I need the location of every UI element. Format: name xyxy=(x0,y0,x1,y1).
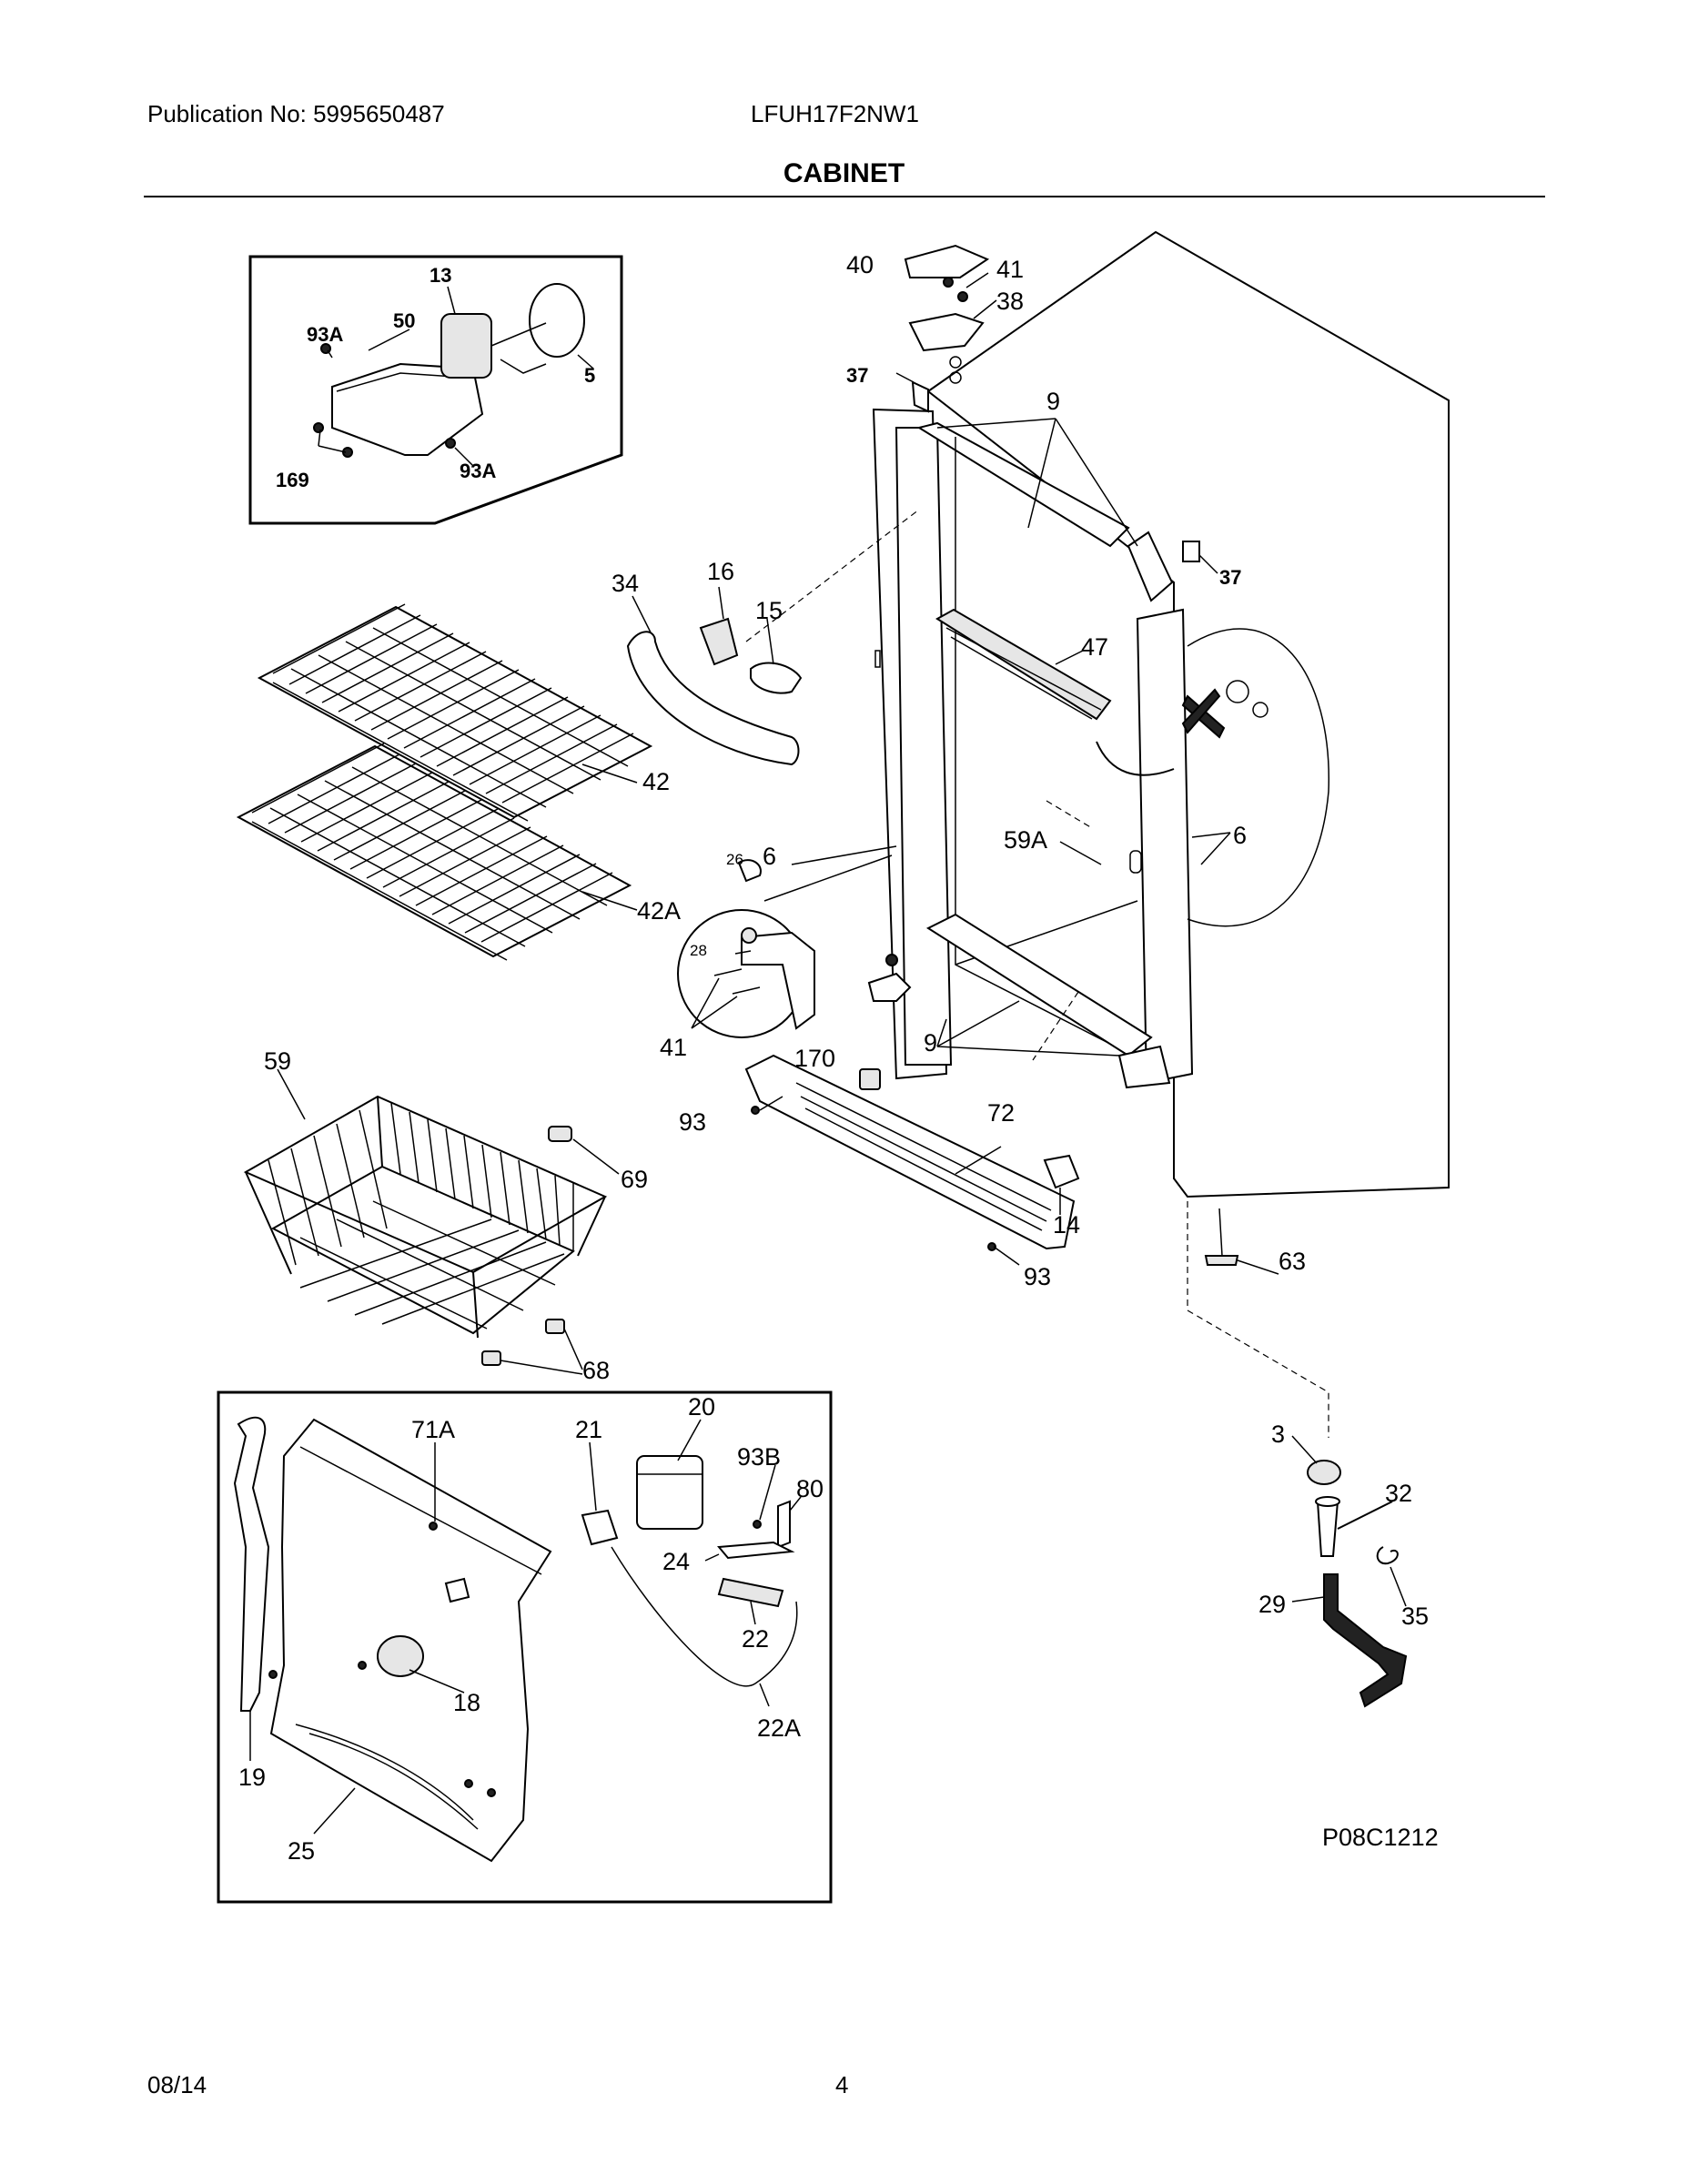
inset-fan-motor xyxy=(248,255,623,525)
cabinet-body xyxy=(745,230,1450,1198)
callout-19: 19 xyxy=(238,1764,266,1791)
basket-stop-69-part xyxy=(548,1126,572,1142)
publication-number: Publication No: 5995650487 xyxy=(147,100,445,127)
callout-59: 59 xyxy=(264,1047,291,1075)
callout-37-right: 37 xyxy=(1219,566,1241,589)
callout-42a: 42A xyxy=(637,897,681,925)
switch-170-part xyxy=(859,1068,881,1090)
callout-68: 68 xyxy=(582,1357,610,1384)
wire-shelves xyxy=(236,603,653,961)
callout-15: 15 xyxy=(755,597,783,624)
light-socket-part xyxy=(699,617,739,666)
callout-5: 5 xyxy=(584,364,595,387)
leveling-leg-63-part xyxy=(1204,1255,1239,1266)
model-number: LFUH17F2NW1 xyxy=(751,100,919,127)
callout-22a: 22A xyxy=(757,1714,801,1742)
callout-25: 25 xyxy=(288,1837,315,1865)
light-assembly xyxy=(626,586,803,766)
callout-93-top: 93 xyxy=(679,1108,706,1136)
clip-24-part xyxy=(717,1541,795,1560)
callout-80: 80 xyxy=(796,1475,824,1502)
clamp-35-part xyxy=(1376,1546,1399,1565)
callout-72: 72 xyxy=(987,1099,1015,1127)
callout-93b: 93B xyxy=(737,1443,781,1471)
hinge-spacer-part xyxy=(911,380,929,413)
hinge-cover-part xyxy=(904,244,990,278)
callout-34: 34 xyxy=(612,570,639,597)
callout-41-top: 41 xyxy=(996,256,1024,283)
callout-41-mid: 41 xyxy=(660,1034,687,1061)
cabinet-lower-hinge-part xyxy=(867,972,912,1002)
diagram-code: P08C1212 xyxy=(1322,1824,1439,1851)
top-hinge xyxy=(895,244,997,413)
callout-6-left: 6 xyxy=(763,843,776,870)
light-cover-part xyxy=(626,631,800,766)
callout-37-top: 37 xyxy=(846,364,868,387)
callout-22: 22 xyxy=(742,1625,769,1653)
callout-28: 28 xyxy=(690,942,707,959)
callout-14: 14 xyxy=(1053,1211,1080,1239)
callout-26: 26 xyxy=(726,851,743,868)
shelf-42a-part xyxy=(236,744,632,958)
heater-22-part xyxy=(717,1577,784,1608)
footer-date: 08/14 xyxy=(147,2071,207,2098)
page-title: CABINET xyxy=(783,158,905,188)
callout-9-bottom: 9 xyxy=(924,1029,937,1057)
hinge-detail-circle xyxy=(677,845,897,1038)
header-divider xyxy=(144,196,1545,197)
drain-assembly xyxy=(1291,1435,1408,1708)
fan-motor-part xyxy=(440,313,492,379)
strip-19-part xyxy=(233,1416,270,1712)
callout-6-right: 6 xyxy=(1233,822,1247,849)
thermostat-21-part xyxy=(581,1509,619,1546)
bracket-20-part xyxy=(636,1455,703,1530)
callout-93a-lower: 93A xyxy=(460,460,496,482)
callout-63: 63 xyxy=(1279,1248,1306,1275)
callout-35: 35 xyxy=(1401,1603,1429,1630)
lower-hinge-part xyxy=(741,931,815,1030)
callout-32: 32 xyxy=(1385,1480,1412,1507)
hinge-pin-26-part xyxy=(737,859,762,883)
callout-29: 29 xyxy=(1258,1591,1286,1618)
callout-18: 18 xyxy=(453,1689,480,1716)
fan-blade-part xyxy=(529,283,585,358)
callout-169: 169 xyxy=(276,469,309,491)
callout-59a: 59A xyxy=(1004,826,1047,854)
callout-47: 47 xyxy=(1081,633,1108,661)
callout-42: 42 xyxy=(642,768,670,795)
callout-93-bottom: 93 xyxy=(1024,1263,1051,1290)
bracket-80-part xyxy=(777,1500,791,1549)
drain-tube-32-part xyxy=(1316,1501,1339,1557)
motor-bracket-part xyxy=(331,362,484,456)
callout-69: 69 xyxy=(621,1166,648,1193)
callout-13: 13 xyxy=(430,264,451,287)
callout-40: 40 xyxy=(846,251,874,278)
drain-hose-29-part xyxy=(1323,1573,1408,1708)
callout-93a: 93A xyxy=(307,323,343,346)
callout-38: 38 xyxy=(996,288,1024,315)
callout-170: 170 xyxy=(794,1045,835,1072)
callout-3: 3 xyxy=(1271,1421,1285,1448)
callout-21: 21 xyxy=(575,1416,602,1443)
kick-plate xyxy=(744,1054,1080,1266)
shelf-42-part xyxy=(257,605,653,819)
callout-24: 24 xyxy=(662,1548,690,1575)
hinge-plate-part xyxy=(908,312,985,352)
light-housing-part xyxy=(935,608,1112,721)
clip-14-part xyxy=(1043,1154,1080,1189)
callout-16: 16 xyxy=(707,558,734,585)
page-number: 4 xyxy=(835,2071,849,2098)
callout-71a: 71A xyxy=(411,1416,455,1443)
grommet-18-part xyxy=(377,1635,424,1677)
light-bulb-part xyxy=(750,662,803,694)
callout-20: 20 xyxy=(688,1393,715,1421)
basket-59 xyxy=(243,1068,608,1339)
callout-9-top: 9 xyxy=(1046,388,1060,415)
drain-plug-3-part xyxy=(1307,1460,1341,1485)
latch-59a-part xyxy=(1129,850,1142,874)
callout-50: 50 xyxy=(393,309,415,332)
inset-evaporator-cover xyxy=(217,1390,833,1904)
